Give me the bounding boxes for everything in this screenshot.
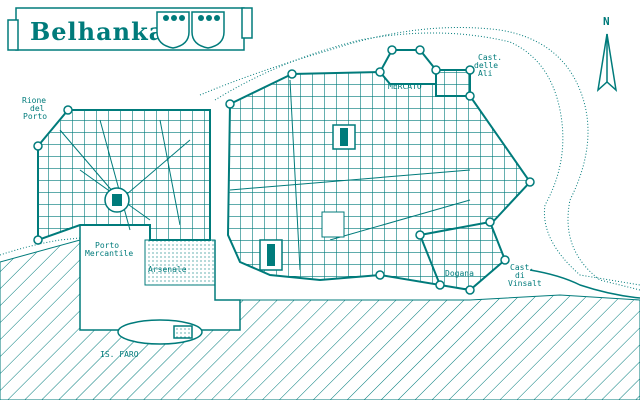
lighthouse-icon <box>173 325 193 339</box>
coastline-contour-2 <box>214 32 640 286</box>
label-cast-delle-ali-line1: Cast. <box>478 53 502 62</box>
label-rione-del-porto-line3: Porto <box>23 112 47 121</box>
label-rione-del-porto-line1: Rione <box>22 96 46 105</box>
label-cast-di-vinsalt-line3: Vinsalt <box>508 279 542 288</box>
label-dogana: Dogana <box>445 269 474 278</box>
page-title: Belhanka <box>30 17 165 46</box>
label-rione-del-porto-line2: del <box>30 104 45 113</box>
label-arsenale: Arsenale <box>148 265 187 274</box>
coastline-contour-3 <box>0 237 81 256</box>
temple-icon <box>332 124 356 150</box>
label-mercato: MERCATO <box>388 82 422 91</box>
castle-delle-ali <box>435 69 471 97</box>
compass-arrow-icon: N <box>596 15 618 92</box>
label-cast-di-vinsalt-line1: Cast. <box>510 263 534 272</box>
tower-marker <box>33 45 535 295</box>
compass-letter: N <box>603 15 610 28</box>
crest-shield-right-icon <box>191 11 225 49</box>
crest-shield-left-icon <box>156 11 190 49</box>
river <box>529 269 640 299</box>
plaza-square <box>321 211 345 238</box>
label-cast-di-vinsalt-line2: di <box>515 271 525 280</box>
label-porto-mercantile-line1: Porto <box>95 241 119 250</box>
castle-di-vinsalt <box>418 220 507 292</box>
label-is-faro: IS. FARO <box>100 350 139 359</box>
title-banner: Belhanka <box>7 7 253 51</box>
label-cast-delle-ali-line3: Ali <box>478 69 493 78</box>
label-cast-delle-ali-line2: delle <box>474 61 498 70</box>
coastline-contour-1 <box>199 27 640 291</box>
pier <box>144 239 216 286</box>
rione-del-porto-district <box>37 109 211 242</box>
castle-delle-ali-wall <box>379 49 437 73</box>
porto-mercantile-quay <box>79 225 241 331</box>
label-porto-mercantile-line2: Mercantile <box>85 249 133 258</box>
temple-icon <box>259 239 283 271</box>
